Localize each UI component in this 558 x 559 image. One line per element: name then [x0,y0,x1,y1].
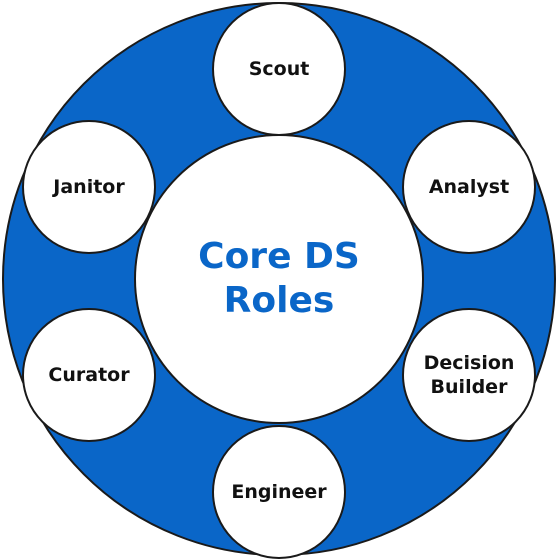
role-label: Scout [248,58,310,80]
role-label: Analyst [428,176,510,198]
role-label: Decision Builder [423,352,515,398]
center-title-line-1: Core DS [198,236,360,277]
role-node-curator: Curator [22,308,156,442]
center-circle: Core DS Roles [134,134,424,424]
role-node-engineer: Engineer [212,425,346,559]
role-node-scout: Scout [212,2,346,136]
center-title: Core DS Roles [179,235,379,323]
center-title-line-2: Roles [223,280,335,321]
role-node-janitor: Janitor [22,120,156,254]
role-node-decision-builder: Decision Builder [402,308,536,442]
role-label: Janitor [53,176,125,198]
role-label: Curator [48,364,130,386]
role-node-analyst: Analyst [402,120,536,254]
role-label: Engineer [231,481,327,503]
